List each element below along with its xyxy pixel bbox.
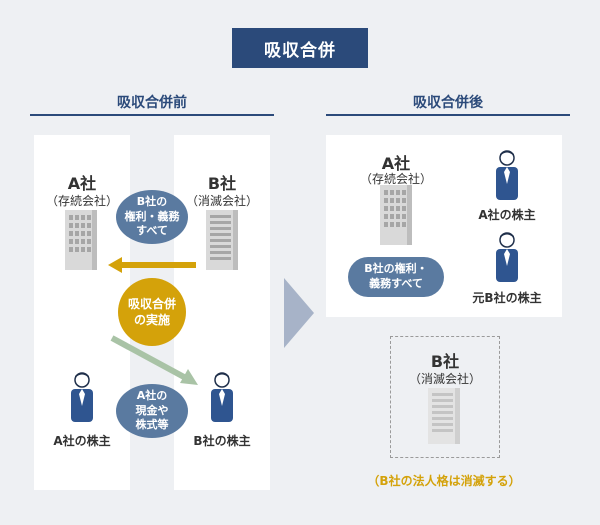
shareholder-b-person-icon bbox=[211, 372, 233, 422]
dissolved-company-b-box bbox=[390, 336, 500, 458]
before-company-b-name: B社 bbox=[207, 174, 237, 193]
before-company-b-column bbox=[174, 135, 270, 490]
before-heading-rule bbox=[30, 114, 274, 116]
rights-transfer-line-1: B社の bbox=[136, 194, 168, 208]
merger-execution-line-1: 吸収合併 bbox=[127, 296, 176, 311]
after-company-b-name: B社 bbox=[430, 352, 460, 371]
transition-chevron-icon bbox=[284, 278, 314, 348]
before-company-a-column bbox=[34, 135, 130, 490]
merger-execution-badge: 吸収合併 の実施 bbox=[118, 278, 186, 346]
rights-transfer-arrow bbox=[108, 257, 196, 273]
building-b-icon bbox=[206, 210, 238, 270]
before-company-b-sub: （消滅会社） bbox=[185, 194, 258, 208]
after-shareholder-a-person-icon bbox=[496, 150, 518, 200]
after-heading: 吸収合併後 bbox=[413, 95, 483, 111]
before-shareholder-b-label: B社の株主 bbox=[193, 434, 251, 448]
consideration-line-1: A社の bbox=[136, 388, 168, 402]
after-company-a-sub: （存続会社） bbox=[359, 172, 432, 186]
after-company-b-sub: （消滅会社） bbox=[408, 372, 481, 386]
merger-execution-line-2: の実施 bbox=[133, 313, 170, 327]
building-a-icon bbox=[65, 210, 97, 270]
after-rights-bubble: B社の権利・ 義務すべて bbox=[348, 257, 444, 297]
before-heading: 吸収合併前 bbox=[117, 95, 187, 111]
diagram-title: 吸収合併 bbox=[232, 28, 368, 68]
after-rights-line-1: B社の権利・ bbox=[364, 262, 428, 276]
building-a-after-icon bbox=[380, 185, 412, 245]
consideration-arrow bbox=[110, 335, 198, 385]
before-company-a-sub: （存続会社） bbox=[45, 194, 118, 208]
shareholder-a-person-icon bbox=[71, 372, 93, 422]
rights-transfer-bubble: B社の 権利・義務 すべて bbox=[116, 190, 188, 244]
after-company-a-name: A社 bbox=[381, 154, 411, 173]
consideration-line-2: 現金や bbox=[135, 403, 169, 417]
after-heading-rule bbox=[326, 114, 570, 116]
rights-transfer-line-3: すべて bbox=[136, 224, 168, 238]
after-former-b-shareholder-person-icon bbox=[496, 232, 518, 282]
consideration-line-3: 株式等 bbox=[135, 418, 169, 432]
before-company-a-name: A社 bbox=[67, 174, 97, 193]
after-rights-line-2: 義務すべて bbox=[369, 277, 423, 290]
before-shareholder-a-label: A社の株主 bbox=[53, 434, 111, 448]
dissolution-notice: （B社の法人格は消滅する） bbox=[367, 474, 521, 488]
rights-transfer-line-2: 権利・義務 bbox=[124, 209, 180, 223]
after-former-b-shareholder-label: 元B社の株主 bbox=[472, 291, 542, 305]
after-shareholder-a-label: A社の株主 bbox=[478, 208, 536, 222]
consideration-bubble: A社の 現金や 株式等 bbox=[116, 384, 188, 438]
dissolved-building-b-icon bbox=[428, 388, 460, 444]
